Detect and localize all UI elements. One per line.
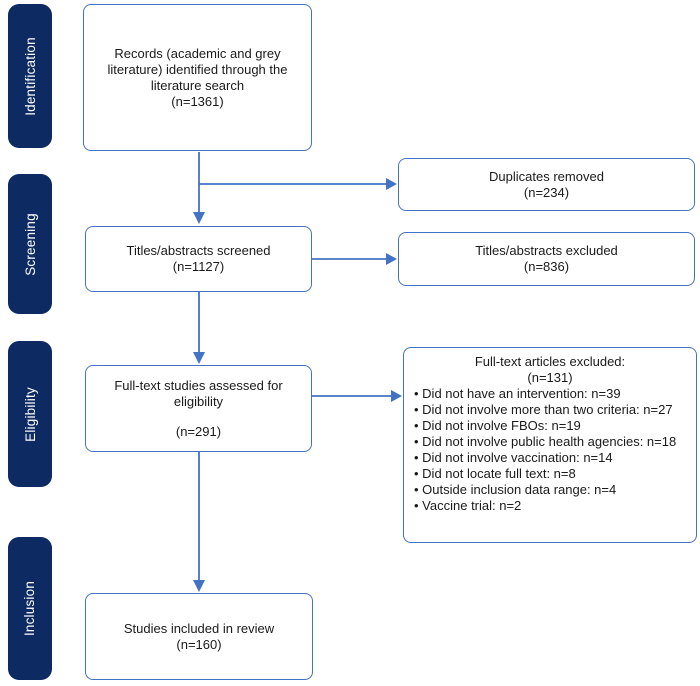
exclusion-reason: Did not involve FBOs: n=19: [414, 418, 686, 434]
titles-screened-count: (n=1127): [172, 259, 225, 274]
titles-screened-box: Titles/abstracts screened (n=1127): [85, 226, 312, 292]
stage-eligibility: Eligibility: [8, 341, 52, 487]
arrow-screened-to-fulltext: [193, 292, 205, 364]
fulltext-assessed-box: Full-text studies assessed for eligibili…: [85, 365, 312, 452]
arrow-fulltext-to-excluded: [312, 390, 402, 402]
titles-excluded-box: Titles/abstracts excluded (n=836): [398, 232, 695, 286]
stage-inclusion: Inclusion: [8, 537, 52, 680]
exclusion-reason: Did not involve vaccination: n=14: [414, 450, 686, 466]
fulltext-assessed-text: Full-text studies assessed for eligibili…: [114, 377, 283, 409]
exclusion-reason: Did not involve more than two criteria: …: [414, 402, 686, 418]
arrow-records-to-screened: [193, 152, 205, 224]
exclusion-reason: Did not locate full text: n=8: [414, 466, 686, 482]
fulltext-excluded-title: Full-text articles excluded:: [474, 354, 626, 369]
duplicates-removed-count: (n=234): [523, 184, 570, 200]
exclusion-reason: Did not involve public health agencies: …: [414, 434, 686, 450]
studies-included-count: (n=160): [176, 636, 222, 652]
titles-excluded-count: (n=836): [523, 259, 570, 274]
records-identified-count: (n=1361): [171, 93, 224, 109]
studies-included-text: Studies included in review: [123, 620, 275, 636]
records-identified-text: Records (academic and grey literature) i…: [107, 45, 288, 93]
exclusion-reason: Did not have an intervention: n=39: [414, 386, 686, 402]
stage-identification-label: Identification: [22, 36, 38, 116]
arrow-branch-to-duplicates: [199, 178, 397, 190]
exclusion-reason: Vaccine trial: n=2: [414, 498, 686, 514]
studies-included-box: Studies included in review (n=160): [85, 593, 313, 680]
stage-screening-label: Screening: [22, 212, 38, 276]
titles-screened-text: Titles/abstracts screened: [126, 243, 271, 258]
records-identified-box: Records (academic and grey literature) i…: [83, 4, 312, 151]
stage-identification: Identification: [8, 4, 52, 148]
duplicates-removed-text: Duplicates removed: [489, 168, 604, 184]
arrow-screened-to-titles-excluded: [312, 253, 397, 265]
fulltext-assessed-count: (n=291): [175, 423, 222, 439]
stage-inclusion-label: Inclusion: [22, 580, 38, 637]
stage-screening: Screening: [8, 174, 52, 314]
titles-excluded-text: Titles/abstracts excluded: [475, 243, 618, 258]
stage-eligibility-label: Eligibility: [22, 386, 38, 442]
arrow-fulltext-to-included: [193, 452, 205, 592]
exclusion-reason: Outside inclusion data range: n=4: [414, 482, 686, 498]
exclusion-reason-list: Did not have an intervention: n=39 Did n…: [414, 386, 686, 514]
duplicates-removed-box: Duplicates removed (n=234): [398, 158, 695, 211]
fulltext-excluded-box: Full-text articles excluded: (n=131) Did…: [403, 347, 697, 543]
fulltext-excluded-count: (n=131): [527, 370, 573, 385]
